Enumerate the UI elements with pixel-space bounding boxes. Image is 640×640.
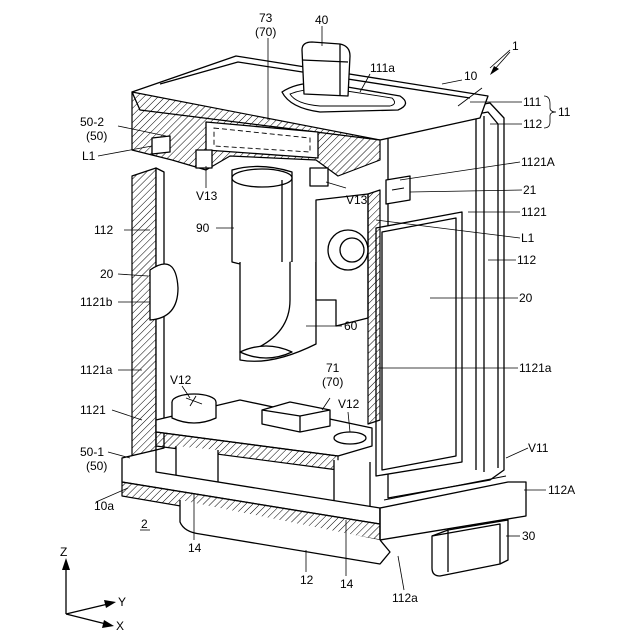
label-L1-left: L1 xyxy=(82,149,96,163)
label-10a: 10a xyxy=(94,499,114,513)
label-1121a-left: 1121a xyxy=(80,363,113,377)
label-50-bottom: (50) xyxy=(86,459,107,473)
label-112A: 112A xyxy=(548,483,575,497)
label-40: 40 xyxy=(315,13,329,27)
label-60: 60 xyxy=(344,319,358,333)
label-50-1: 50-1 xyxy=(80,445,104,459)
label-14-right: 14 xyxy=(340,577,354,591)
label-V11: V11 xyxy=(528,441,549,455)
label-112-right-mid: 112 xyxy=(517,253,536,267)
label-1121a-right: 1121a xyxy=(519,361,552,375)
label-111a: 111a xyxy=(370,61,395,75)
axis-label-x: X xyxy=(116,619,124,633)
tube-60 xyxy=(240,262,316,361)
label-20-right: 20 xyxy=(519,291,533,305)
label-21: 21 xyxy=(523,183,537,197)
label-1121-right: 1121 xyxy=(521,205,547,219)
housing-left-wall xyxy=(132,168,178,458)
label-V13-right: V13 xyxy=(346,193,368,207)
rear-inner-wall xyxy=(316,194,368,326)
label-14-left: 14 xyxy=(188,541,202,555)
label-1121b: 1121b xyxy=(80,295,113,309)
brace-11 xyxy=(544,96,556,128)
label-12: 12 xyxy=(300,573,314,587)
coordinate-axes xyxy=(62,558,116,628)
label-50-top: (50) xyxy=(86,129,107,143)
right-inner-panel xyxy=(368,190,380,424)
label-90: 90 xyxy=(196,221,210,235)
label-50-2: 50-2 xyxy=(80,115,104,129)
pipe-90 xyxy=(232,166,292,266)
label-L1-right: L1 xyxy=(521,231,535,245)
label-1121-left: 1121 xyxy=(80,403,106,417)
label-1121A: 1121A xyxy=(521,155,555,169)
label-111: 111 xyxy=(523,95,542,109)
handle-40 xyxy=(302,42,350,96)
label-71: 71 xyxy=(326,361,340,375)
axis-label-y: Y xyxy=(118,595,126,609)
label-11: 11 xyxy=(558,105,571,119)
housing-right-side xyxy=(376,103,504,498)
label-112-right-top: 112 xyxy=(523,117,542,131)
label-30: 30 xyxy=(522,529,536,543)
label-V12-right: V12 xyxy=(338,397,360,411)
label-10-top: 10 xyxy=(464,69,478,83)
label-V13-left: V13 xyxy=(196,189,218,203)
label-73: 73 xyxy=(259,11,273,25)
label-70-mid: (70) xyxy=(322,375,343,389)
axis-label-z: Z xyxy=(60,545,67,559)
label-2: 2 xyxy=(141,517,148,531)
reference-arrow-1 xyxy=(490,52,510,75)
label-112a: 112a xyxy=(392,591,418,605)
label-70-top: (70) xyxy=(255,25,276,39)
label-1: 1 xyxy=(512,39,519,53)
label-V12-left: V12 xyxy=(170,373,192,387)
label-112-left: 112 xyxy=(94,223,113,237)
label-20-left: 20 xyxy=(100,267,114,281)
